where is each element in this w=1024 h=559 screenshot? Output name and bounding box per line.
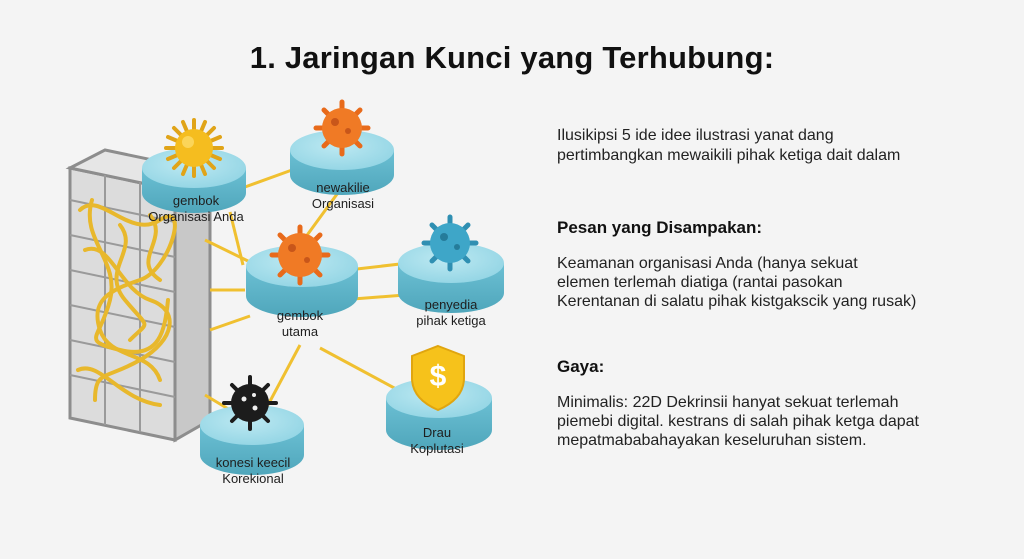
black-virus-icon [222, 375, 278, 431]
message-text: Keamanan organisasi Anda (hanya sekuat e… [557, 255, 917, 310]
description-panel: Ilusikipsi 5 ide idee ilustrasi yanat da… [557, 126, 997, 450]
orange-virus-icon [269, 224, 331, 286]
shield-dollar-icon: $ [411, 344, 465, 412]
orange-virus-icon [313, 99, 371, 157]
page-title: 1. Jaringan Kunci yang Terhubung: [249, 40, 775, 75]
style-text: Minimalis: 22D Dekrinsii hanyat sekuat t… [557, 394, 919, 449]
yellow-virus-icon [164, 118, 224, 178]
intro-text: Ilusikipsi 5 ide idee ilustrasi yanat da… [557, 127, 901, 164]
blue-virus-icon [421, 214, 479, 272]
server-rack-icon [65, 148, 215, 443]
svg-text:$: $ [430, 360, 447, 393]
message-heading: Pesan yang Disampakan: [557, 218, 763, 237]
style-heading: Gaya: [557, 357, 605, 376]
connection-lines [204, 168, 406, 412]
